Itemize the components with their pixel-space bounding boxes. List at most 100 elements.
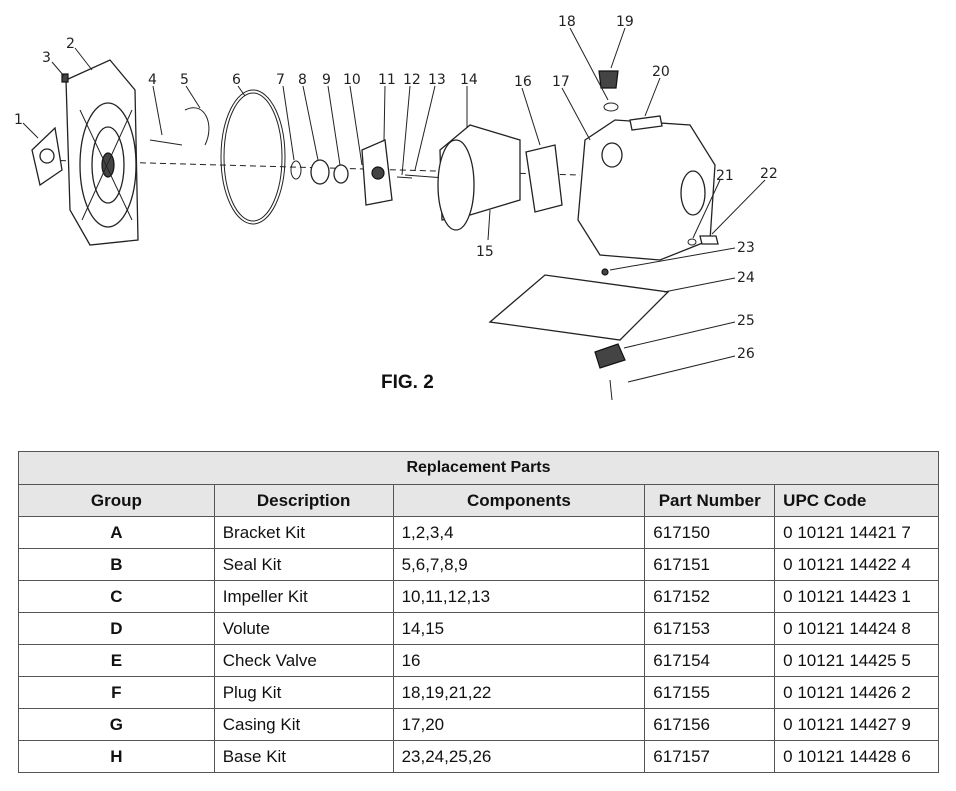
cell-group: G (18, 708, 215, 741)
cell-components: 18,19,21,22 (392, 676, 646, 709)
table-title: Replacement Parts (18, 451, 939, 485)
cell-part-number: 617154 (644, 644, 776, 677)
part-9-seal (333, 164, 349, 184)
callout-12: 12 (403, 72, 421, 88)
callout-14: 14 (460, 72, 478, 88)
header-part-number: Part Number (644, 484, 776, 517)
exploded-pump-diagram: 1 2 3 4 5 6 7 8 9 10 11 12 13 14 15 16 1… (14, 14, 778, 401)
callout-11: 11 (378, 72, 396, 88)
cell-part-number: 617152 (644, 580, 776, 613)
part-2-bracket (65, 59, 139, 246)
callout-4: 4 (148, 72, 157, 88)
part-12-washer (396, 176, 413, 179)
callout-1: 1 (14, 112, 23, 128)
callout-20: 20 (652, 64, 670, 80)
callout-19: 19 (616, 14, 634, 30)
cell-part-number: 617153 (644, 612, 776, 645)
cell-upc-code: 0 10121 14426 2 (774, 676, 939, 709)
callout-22: 22 (760, 166, 778, 182)
cell-components: 14,15 (392, 612, 646, 645)
part-16-check-valve (525, 144, 563, 213)
cell-group: E (18, 644, 215, 677)
cell-part-number: 617156 (644, 708, 776, 741)
header-upc-code: UPC Code (774, 484, 939, 517)
leader-lines (22, 27, 766, 383)
callout-16: 16 (514, 74, 532, 90)
table-row: G Casing Kit 17,20 617156 0 10121 14427 … (18, 708, 939, 741)
cell-description: Check Valve (213, 644, 394, 677)
cell-components: 1,2,3,4 (392, 516, 646, 549)
part-3-screw (61, 73, 69, 83)
callout-25: 25 (737, 313, 755, 329)
callout-5: 5 (180, 72, 189, 88)
callout-2: 2 (66, 36, 75, 52)
table-row: E Check Valve 16 617154 0 10121 14425 5 (18, 644, 939, 677)
callout-8: 8 (298, 72, 307, 88)
part-14-volute (437, 124, 521, 231)
cell-upc-code: 0 10121 14423 1 (774, 580, 939, 613)
cell-part-number: 617157 (644, 740, 776, 773)
callout-21: 21 (716, 168, 734, 184)
cell-part-number: 617151 (644, 548, 776, 581)
part-1-flange (31, 126, 63, 187)
table-row: C Impeller Kit 10,11,12,13 617152 0 1012… (18, 580, 939, 613)
part-7-ring (290, 160, 302, 180)
replacement-parts-table: Replacement Parts Group Description Comp… (18, 451, 939, 773)
figure-caption: FIG. 2 (381, 372, 434, 393)
part-21-washer (687, 238, 697, 246)
part-8-seal (310, 159, 330, 185)
part-22-plug (699, 235, 719, 245)
cell-group: H (18, 740, 215, 773)
table-row: A Bracket Kit 1,2,3,4 617150 0 10121 144… (18, 516, 939, 549)
cell-upc-code: 0 10121 14424 8 (774, 612, 939, 645)
callout-3: 3 (42, 50, 51, 66)
cell-group: A (18, 516, 215, 549)
table-row: H Base Kit 23,24,25,26 617157 0 10121 14… (18, 740, 939, 773)
cell-components: 5,6,7,8,9 (392, 548, 646, 581)
cell-description: Base Kit (213, 740, 394, 773)
cell-group: B (18, 548, 215, 581)
cell-description: Impeller Kit (213, 580, 394, 613)
cell-upc-code: 0 10121 14422 4 (774, 548, 939, 581)
part-23-nut (601, 268, 609, 276)
part-4-bolt (149, 139, 183, 146)
part-24-base (488, 274, 670, 341)
callout-7: 7 (276, 72, 285, 88)
callout-6: 6 (232, 72, 241, 88)
cell-upc-code: 0 10121 14428 6 (774, 740, 939, 773)
cell-components: 16 (392, 644, 646, 677)
cell-group: C (18, 580, 215, 613)
table-header-row: Group Description Components Part Number… (18, 484, 939, 517)
table-row: D Volute 14,15 617153 0 10121 14424 8 (18, 612, 939, 645)
cell-description: Plug Kit (213, 676, 394, 709)
cell-components: 23,24,25,26 (392, 740, 646, 773)
callout-10: 10 (343, 72, 361, 88)
cell-description: Casing Kit (213, 708, 394, 741)
cell-upc-code: 0 10121 14427 9 (774, 708, 939, 741)
callout-15: 15 (476, 244, 494, 260)
cell-description: Bracket Kit (213, 516, 394, 549)
callout-18: 18 (558, 14, 576, 30)
callout-17: 17 (552, 74, 570, 90)
part-18-washer (603, 102, 619, 112)
header-group: Group (18, 484, 215, 517)
cell-upc-code: 0 10121 14425 5 (774, 644, 939, 677)
callout-26: 26 (737, 346, 755, 362)
part-5-clip (184, 107, 210, 146)
cell-description: Seal Kit (213, 548, 394, 581)
callout-13: 13 (428, 72, 446, 88)
cell-upc-code: 0 10121 14421 7 (774, 516, 939, 549)
part-11-impeller (361, 139, 393, 206)
header-components: Components (392, 484, 646, 517)
cell-components: 17,20 (392, 708, 646, 741)
table-row: B Seal Kit 5,6,7,8,9 617151 0 10121 1442… (18, 548, 939, 581)
part-25-foot (594, 343, 626, 369)
cell-group: D (18, 612, 215, 645)
callout-23: 23 (737, 240, 755, 256)
callout-9: 9 (322, 72, 331, 88)
cell-part-number: 617150 (644, 516, 776, 549)
callout-24: 24 (737, 270, 755, 286)
cell-components: 10,11,12,13 (392, 580, 646, 613)
table-row: F Plug Kit 18,19,21,22 617155 0 10121 14… (18, 676, 939, 709)
header-description: Description (213, 484, 394, 517)
